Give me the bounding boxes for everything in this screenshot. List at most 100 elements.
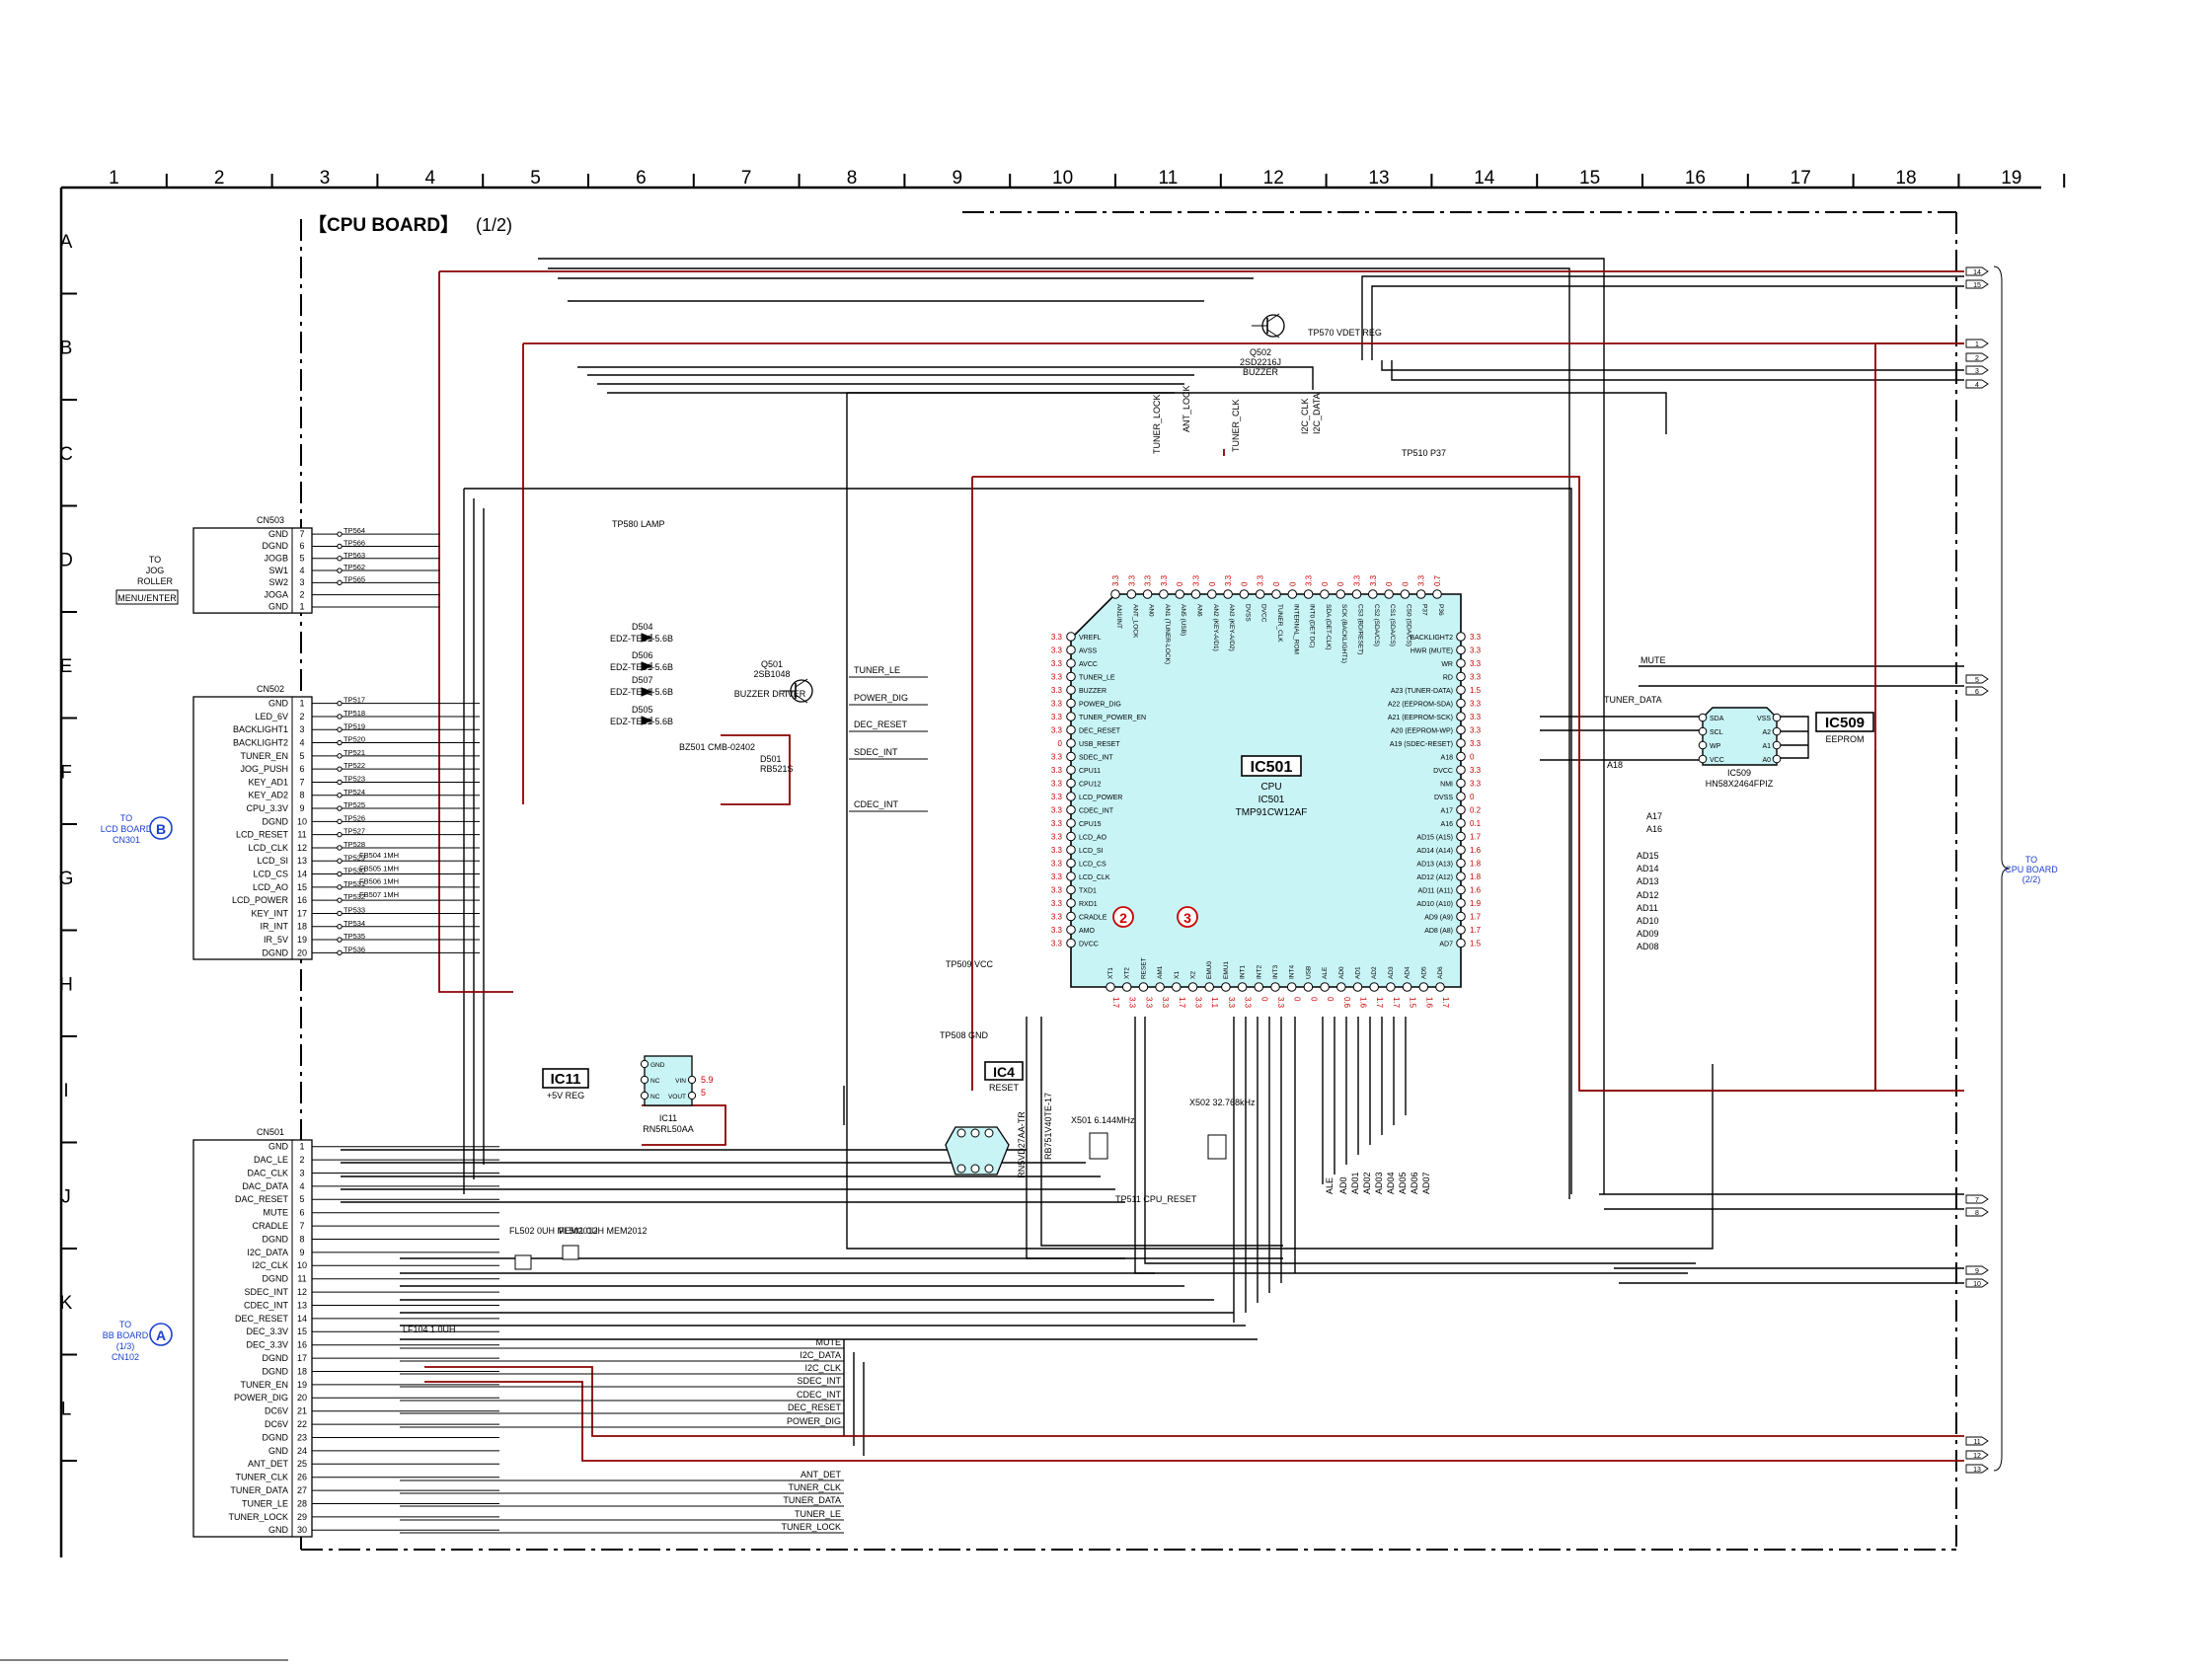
cn502-testpoint-label: TP524 [343,788,365,796]
net-ad14: AD14 [1637,864,1659,873]
ic501-left-pin-voltage: 3.3 [1051,766,1063,775]
ic501-bottom-pin-voltage: 3.3 [1276,997,1285,1009]
cn502-testpoint [337,897,343,903]
cn501-pin-num: 28 [297,1498,307,1508]
cn502-pin-num: 14 [297,869,307,878]
cn503-testpoint-label: TP564 [343,526,365,535]
cn502-pin-name: JOG_PUSH [240,764,288,774]
cn501-pin-num: 27 [297,1485,307,1495]
ic509-part: HN58X2464FPIZ [1706,779,1774,789]
ic501-left-pin-name: TXD1 [1079,888,1097,895]
offpage-connector [1965,1278,1989,1288]
ic501-top-pin-voltage: 0 [1240,581,1249,586]
ic501-right-pin-pad [1456,911,1466,922]
ic509-right-pin-name: A0 [1762,757,1771,764]
ic501-left-pin-voltage: 0 [1058,739,1063,748]
cn502-testpoint [337,726,343,732]
ic501-top-pin-name: P36 [1437,604,1444,616]
cn503-target-box: MENU/ENTER [117,593,177,603]
ic501-top-pin-voltage: 3.3 [1353,574,1362,586]
cn502-pin-num: 15 [297,882,307,892]
ic501-top-pin-pad [1207,589,1217,599]
ic501-right-pin-pad [1456,831,1466,842]
cn502-testpoint-label: TP520 [343,735,365,744]
tp508-label: TP508 GND [940,1030,989,1040]
ic501-bottom-pin-name: X1 [1174,971,1181,979]
grid-col-label: 12 [1263,168,1284,189]
cn503-testpoint [337,579,343,586]
ic501-bottom-pin-name: X2 [1190,971,1197,979]
ic501-left-pin-voltage: 3.3 [1051,833,1063,842]
ic501-bottom-pin-name: INT2 [1256,965,1262,979]
cn501-pin-name: ANT_DET [248,1459,289,1469]
ic501-bottom-pin-pad [1369,982,1379,992]
ic501-top-pin-voltage: 0.7 [1433,574,1442,586]
cn503-pin-num: 4 [299,566,304,575]
grid-col-label: 6 [636,168,647,189]
q502-part: 2SD2216J [1240,357,1281,367]
cn503-pin-name: SW1 [268,566,288,575]
d507-ref: D507 [632,675,653,685]
offpage-connector [1965,379,1989,389]
lf104-label: LF104 1.0UH [403,1325,456,1334]
net-ad08: AD08 [1637,942,1659,951]
ic501-bottom-pin-pad [1106,982,1115,992]
ic501-bottom-pin-pad [1237,982,1248,992]
tp509-label: TP509 VCC [946,959,994,969]
ic501-left-pin-pad [1066,724,1076,735]
ic501-right-pin-pad [1456,751,1466,762]
grid-col-label: 7 [741,168,752,189]
cn502-pin-name: IR_5V [264,935,288,945]
ic501-right-pin-voltage: 0.1 [1470,819,1482,828]
ic501-left-pin-voltage: 3.3 [1051,780,1063,789]
ic501-left-pin-name: LCD_CLK [1079,874,1110,881]
ic501-left-pin-name: POWER_DIG [1079,702,1121,709]
net-ale: ALE [1325,1177,1335,1194]
ic11-pin-pad [640,1091,649,1100]
ic501-bottom-pin-voltage: 1.6 [1424,997,1433,1009]
ic501-right-pin-name: A20 (EEPROM-WP) [1391,728,1453,735]
ic501-top-pin-name: DVCC [1260,604,1267,623]
ic501-top-pin-name: AN1/INT [1115,604,1122,629]
ic501-bottom-pin-pad [1386,982,1396,992]
ic501-bottom-pin-voltage: 0.6 [1342,997,1351,1009]
ic501-top-pin-name: INT0 (DET DC) [1309,604,1316,647]
cn502-testpoint [337,949,343,956]
grid-col-label: 18 [1895,168,1916,189]
grid-col-label: 1 [109,168,119,189]
cn501-pin-name: DC6V [265,1419,288,1429]
ic501-right-pin-name: AD14 (A14) [1416,848,1453,855]
board-title: 【CPU BOARD】 [308,213,459,236]
ic501-bottom-pin-name: EMU0 [1206,961,1213,979]
ic501-top-pin-pad [1287,589,1298,599]
ic509-right-pin-pad [1772,726,1782,736]
net-ad09: AD09 [1637,929,1659,939]
cn501-pin-num: 5 [299,1194,304,1204]
ic501-left-pin-voltage: 3.3 [1051,899,1063,908]
cn502-pin-num: 20 [297,948,307,957]
cn502-testpoint-label: TP531 [343,879,365,888]
ic501-bottom-pin-voltage: 0 [1293,997,1302,1002]
ic501-bottom-pin-name: USB [1305,966,1312,979]
ic501-top-pin-pad [1223,589,1233,599]
cn502-pin-name: LCD_POWER [232,895,289,905]
grid-row-ticks [61,292,77,1462]
net-ad13: AD13 [1637,876,1659,886]
ic509-right-pin-name: A1 [1762,743,1771,750]
grid-row-label: G [59,869,74,889]
offpage-connector [1965,365,1989,375]
cn501-pin-name: SDEC_INT [244,1287,288,1297]
cn502-pin-name: KEY_AD1 [248,777,288,787]
ic501-bottom-pin-voltage: 1.7 [1111,997,1120,1009]
ic501-top-pin-voltage: 3.3 [1144,574,1153,586]
cpu-board-2-line3: (2/2) [2022,874,2041,884]
ic501-left-pin-voltage: 3.3 [1051,659,1063,668]
ic501-top-pin-name: SCK (BACKLIGHT1) [1340,604,1347,663]
net-ad05: AD05 [1398,1172,1408,1194]
ic501-right-pin-name: A21 (EEPROM-SCK) [1388,715,1453,721]
cn502-target-1: TO [120,813,132,823]
ic501-right-pin-name: RD [1443,675,1453,682]
cn502-pin-num: 11 [297,830,306,840]
ic501-bottom-pin-pad [1270,982,1280,992]
ic501-right-pin-voltage: 1.7 [1470,833,1482,842]
